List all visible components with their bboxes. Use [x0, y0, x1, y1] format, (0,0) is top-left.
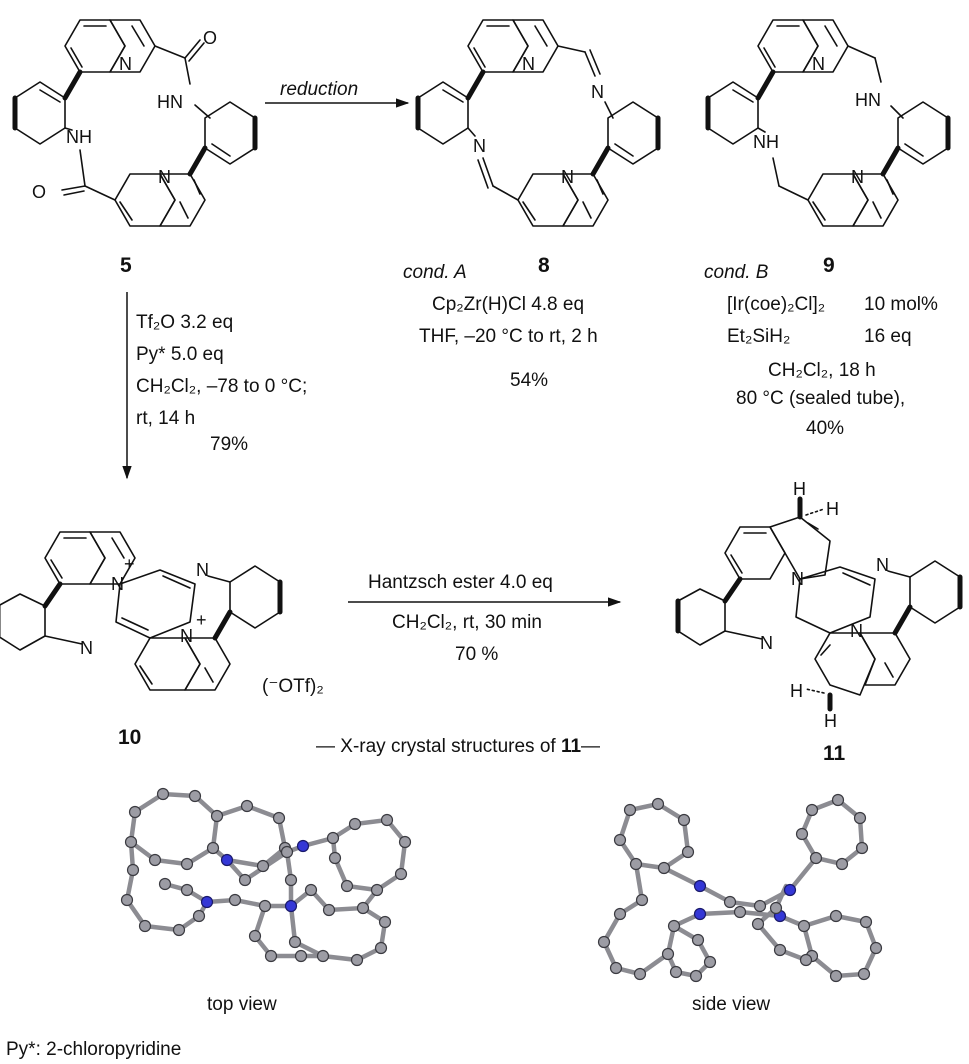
svg-text:N: N [158, 167, 171, 187]
svg-text:Py* 5.0 eq: Py* 5.0 eq [136, 344, 224, 365]
cond-a-yield: 54% [510, 370, 548, 391]
svg-text:N: N [791, 569, 804, 589]
svg-text:N: N [876, 555, 889, 575]
svg-text:H: H [790, 681, 803, 701]
compound-5-label: 5 [120, 254, 132, 277]
svg-text:H: H [793, 479, 806, 499]
svg-text:rt, 14 h: rt, 14 h [136, 408, 195, 429]
svg-text:CH₂Cl₂, rt, 30 min: CH₂Cl₂, rt, 30 min [392, 612, 542, 633]
svg-text:O: O [32, 182, 46, 202]
cond-a-reagent: Cp₂Zr(H)Cl 4.8 eq [432, 294, 584, 315]
svg-text:N: N [522, 54, 535, 74]
svg-text:N: N [760, 633, 773, 653]
svg-text:N: N [196, 560, 209, 580]
xray-caption: — X-ray crystal structures of 11— [316, 736, 600, 757]
reduction-label: reduction [280, 79, 358, 100]
compound-8-label: 8 [538, 254, 550, 277]
side-view-label: side view [692, 994, 770, 1015]
svg-text:Hantzsch ester 4.0 eq: Hantzsch ester 4.0 eq [368, 572, 553, 593]
svg-text:N: N [851, 167, 864, 187]
cond-b-block: cond. B [Ir(coe)₂Cl]₂ 10 mol% Et₂SiH₂ 16… [704, 262, 938, 439]
svg-text:N: N [473, 136, 486, 156]
cond-b-silane-amount: 16 eq [864, 326, 912, 347]
cond-a-conditions: THF, –20 °C to rt, 2 h [419, 326, 598, 347]
cond-b-silane: Et₂SiH₂ [727, 326, 790, 347]
cond-b-solvent: CH₂Cl₂, 18 h [768, 360, 876, 381]
xray-top-view [120, 787, 412, 967]
xray-side-view [597, 793, 883, 983]
svg-text:Tf₂O 3.2 eq: Tf₂O 3.2 eq [136, 312, 233, 333]
cond-b-catalyst: [Ir(coe)₂Cl]₂ [727, 294, 825, 315]
counterion-label: (⁻OTf)₂ [262, 676, 324, 697]
cond-b-title: cond. B [704, 262, 769, 283]
svg-text:70 %: 70 % [455, 644, 498, 665]
svg-text:+: + [196, 610, 207, 630]
compound-10-label: 10 [118, 726, 141, 749]
svg-text:N: N [80, 638, 93, 658]
svg-text:NH: NH [66, 127, 92, 147]
svg-text:N: N [180, 626, 193, 646]
cond-b-temperature: 80 °C (sealed tube), [736, 388, 905, 409]
svg-text:+: + [124, 554, 135, 574]
cond-a-block: cond. A Cp₂Zr(H)Cl 4.8 eq THF, –20 °C to… [403, 262, 598, 391]
svg-text:N: N [812, 54, 825, 74]
svg-text:NH: NH [753, 132, 779, 152]
cond-b-catalyst-amount: 10 mol% [864, 294, 938, 315]
cond-b-yield: 40% [806, 418, 844, 439]
compound-9-structure: N N HN NH [708, 20, 948, 226]
svg-text:H: H [824, 711, 837, 731]
svg-text:O: O [203, 28, 217, 48]
svg-text:H: H [826, 499, 839, 519]
svg-text:CH₂Cl₂, –78 to 0 °C;: CH₂Cl₂, –78 to 0 °C; [136, 376, 307, 397]
svg-text:HN: HN [157, 92, 183, 112]
compound-9-label: 9 [823, 254, 835, 277]
svg-text:N: N [561, 167, 574, 187]
compound-11-label: 11 [823, 742, 846, 765]
compound-8-structure: N N N N [418, 20, 658, 226]
compound-10-structure: N + N N N + [0, 531, 283, 691]
svg-text:N: N [111, 574, 124, 594]
compound-5-structure: N N O HN O NH [15, 20, 255, 226]
step-5-to-10-conditions: Tf₂O 3.2 eq Py* 5.0 eq CH₂Cl₂, –78 to 0 … [136, 312, 307, 455]
svg-text:N: N [591, 82, 604, 102]
svg-text:79%: 79% [210, 434, 248, 455]
svg-text:HN: HN [855, 90, 881, 110]
top-view-label: top view [207, 994, 277, 1015]
cond-a-title: cond. A [403, 262, 467, 283]
svg-text:N: N [119, 54, 132, 74]
compound-11-structure: H H N N N N H H [675, 479, 963, 731]
svg-text:N: N [850, 621, 863, 641]
footnote: Py*: 2-chloropyridine [6, 1039, 181, 1060]
step-10-to-11-conditions: Hantzsch ester 4.0 eq CH₂Cl₂, rt, 30 min… [368, 572, 553, 665]
